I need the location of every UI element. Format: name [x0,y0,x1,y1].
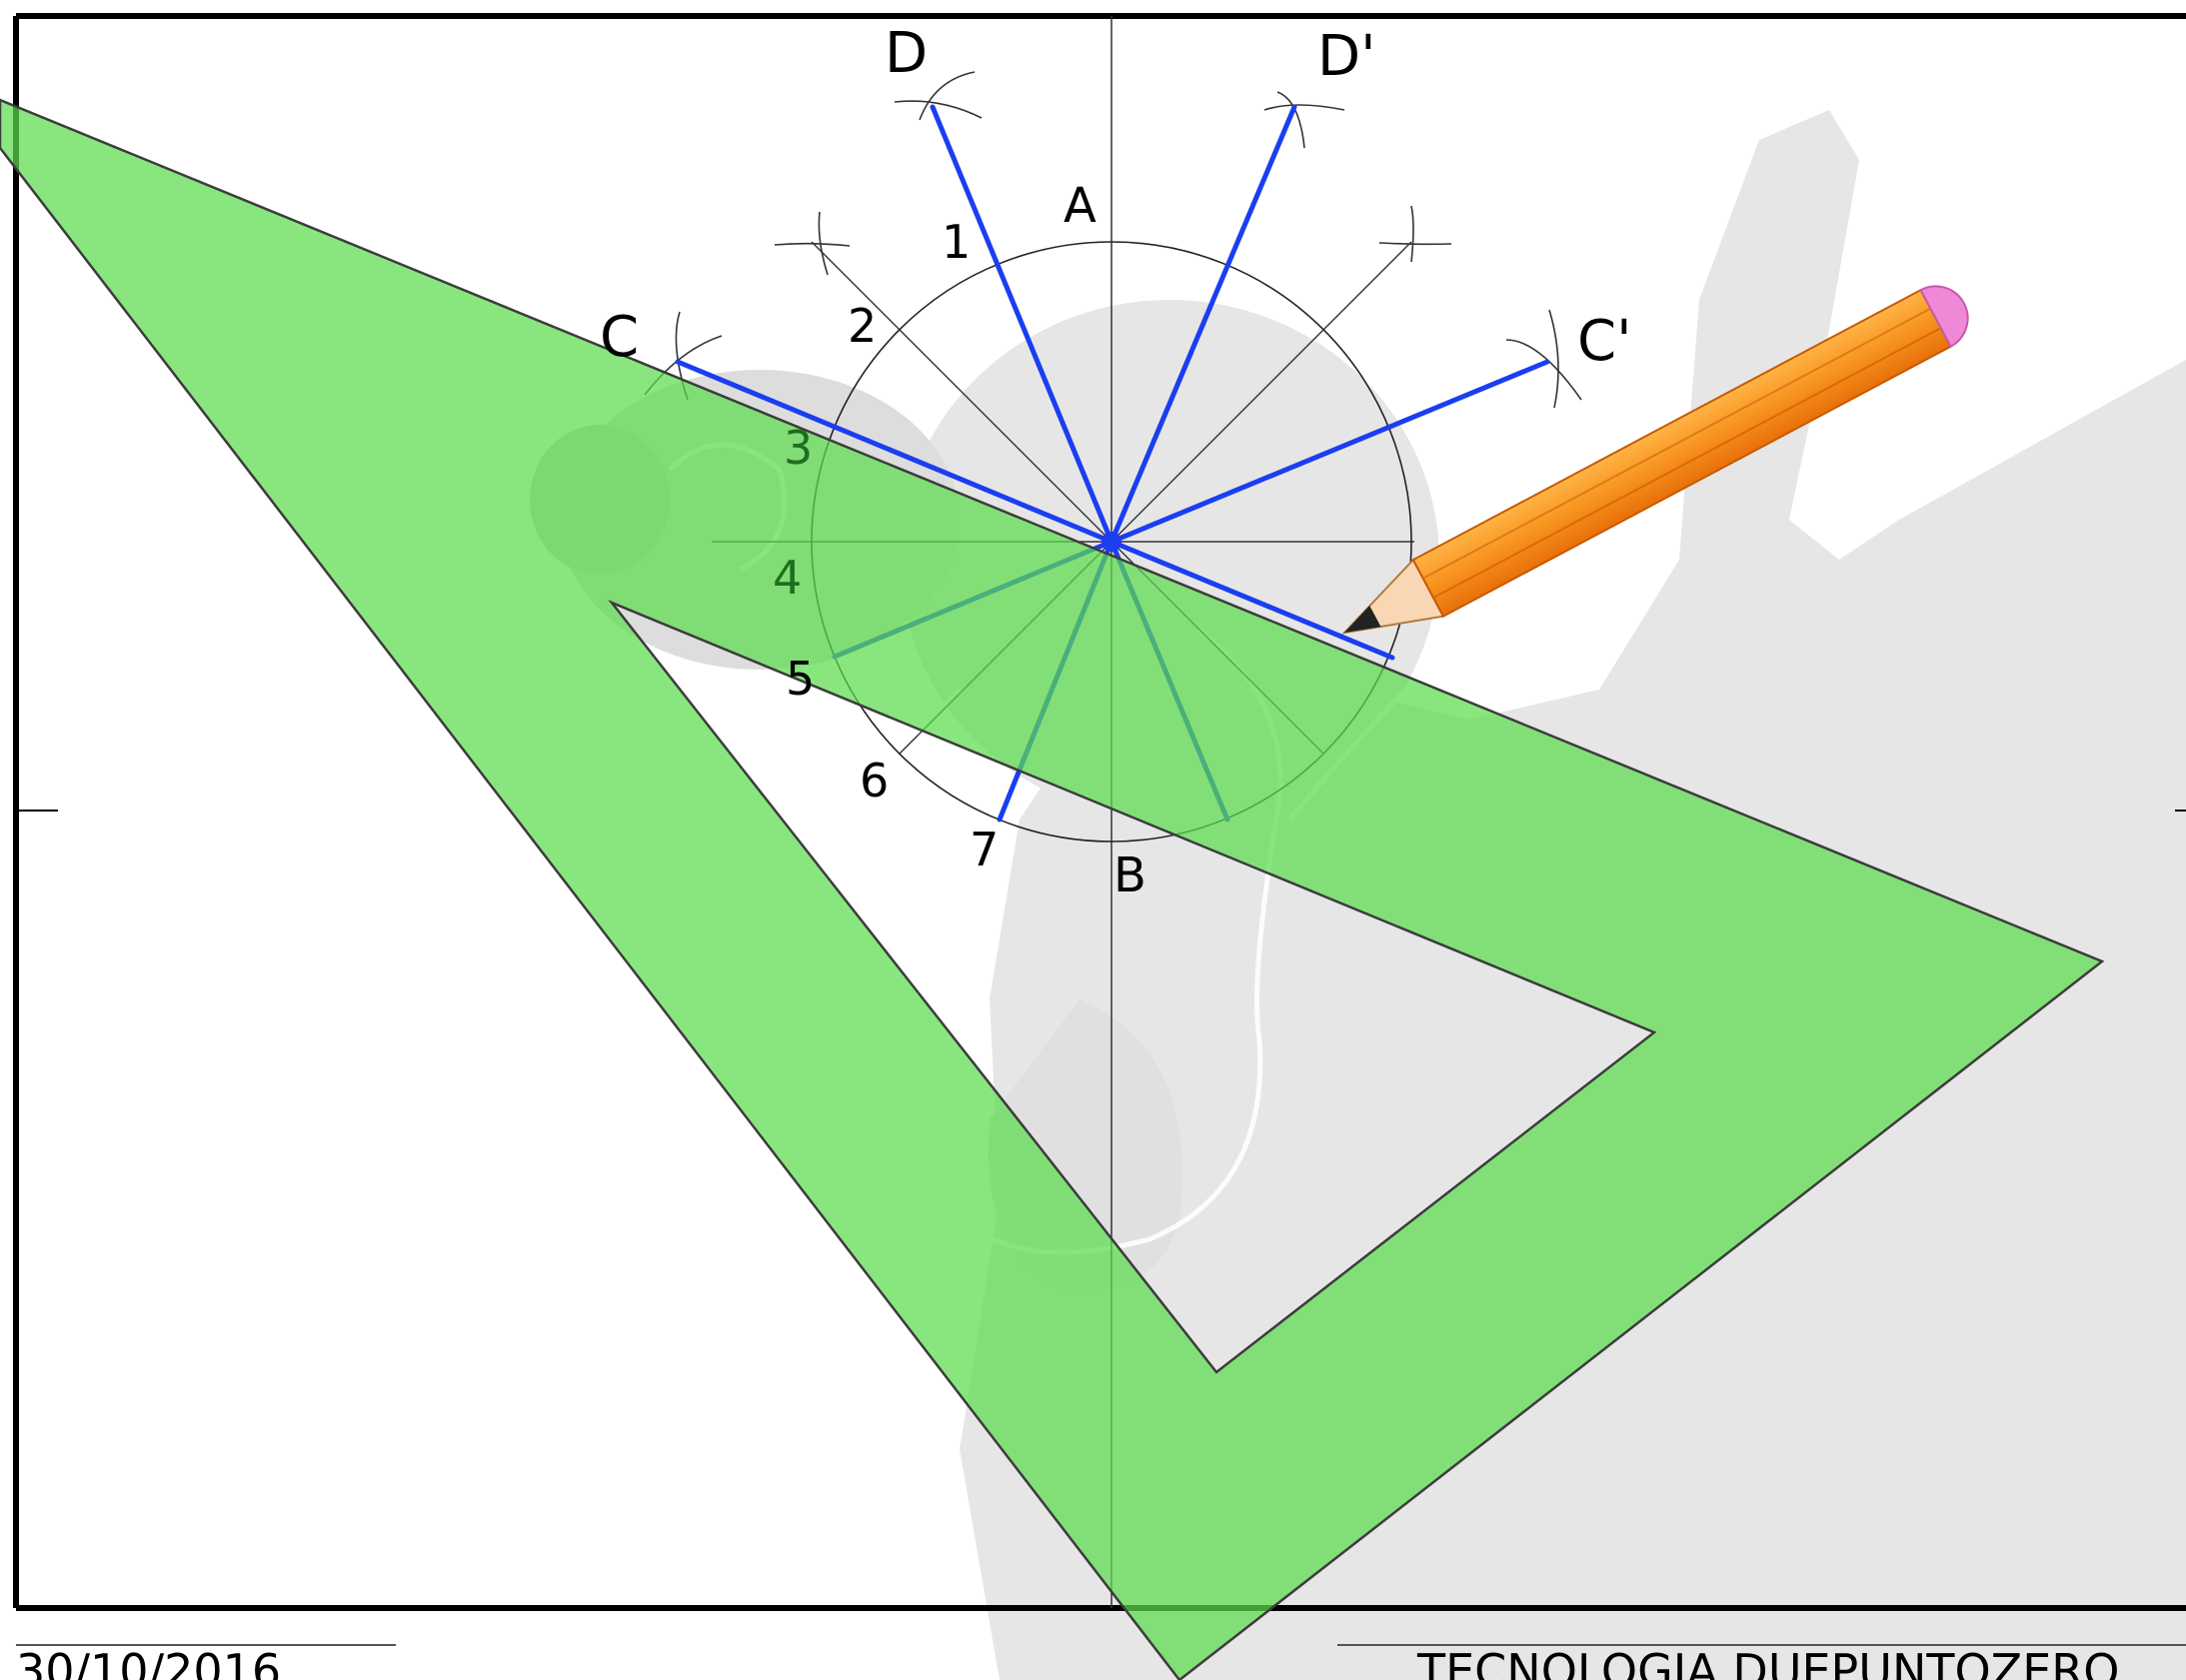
label-C-prime: C' [1577,309,1632,374]
division-number: 3 [784,421,813,475]
division-number: 7 [970,823,999,876]
label-C: C [600,305,639,370]
footer-brand: TECNOLOGIA DUEPUNTOZERO [1416,1644,2119,1680]
footer-date: 30/10/2016 [16,1644,281,1680]
pencil-icon [1341,285,1969,635]
label-B: B [1113,847,1146,903]
label-A: A [1064,178,1096,234]
label-D: D [885,21,928,86]
label-D-prime: D' [1317,24,1376,89]
set-square [0,98,2105,1680]
division-number: 6 [860,754,889,808]
division-number: 5 [786,652,815,706]
division-number: 1 [942,215,971,269]
division-number: 2 [848,299,877,353]
sheet-border [13,13,2186,1611]
division-number: 4 [773,551,802,605]
center-point [1101,532,1121,552]
arc-marks [644,71,1582,409]
